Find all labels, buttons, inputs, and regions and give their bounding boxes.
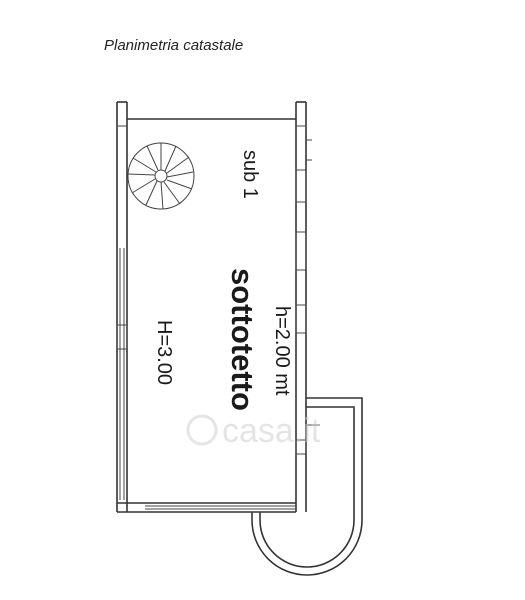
bottom-window <box>145 505 296 510</box>
balcony <box>251 397 363 576</box>
plan-caption: Planimetria catastale <box>104 37 244 54</box>
height-min-label: h=2.00 mt <box>271 306 293 396</box>
right-wall-details <box>295 139 312 455</box>
height-max-label: H=3.00 <box>153 320 175 385</box>
unit-label: sub 1 <box>239 150 261 199</box>
room-label: sottotetto <box>225 268 260 411</box>
watermark: casa.it <box>186 412 321 450</box>
watermark-text: casa.it <box>222 412 321 450</box>
left-window <box>116 248 128 500</box>
spiral-staircase <box>127 142 195 210</box>
